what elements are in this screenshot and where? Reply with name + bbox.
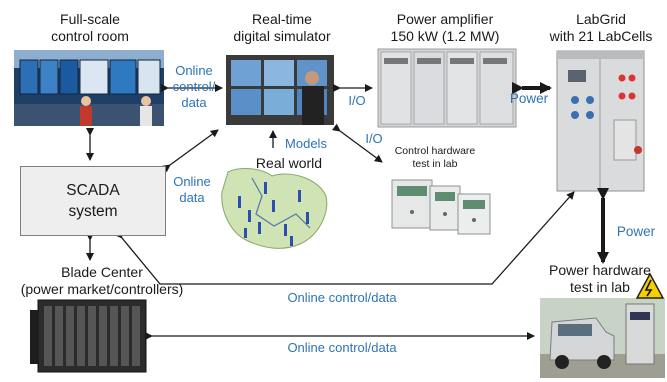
edge-io-top: I/O	[348, 93, 366, 108]
edge-power-right: Power	[616, 224, 656, 239]
scada-title-1: SCADA	[66, 182, 120, 199]
labgrid-title-1: LabGrid	[576, 11, 626, 27]
simulator-title-2: digital simulator	[233, 28, 331, 44]
amplifier-title-1: Power amplifier	[396, 11, 494, 27]
control-room-title-1: Full-scale	[60, 11, 120, 27]
arrow-simulator-scada	[161, 129, 219, 173]
arrow-scada-labgrid	[114, 191, 575, 285]
labgrid-title-2: with 21 LabCells	[549, 28, 653, 44]
control-room-label: Full-scale control room	[20, 11, 160, 45]
edge-models: Models	[285, 136, 327, 151]
amplifier-label: Power amplifier 150 kW (1.2 MW)	[375, 11, 515, 45]
control-room-title-2: control room	[51, 28, 129, 44]
control-hw-title-1: Control hardware	[394, 145, 476, 157]
edge-ocd-top-1: Online	[175, 63, 213, 78]
blade-center-title-2: (power market/controllers)	[20, 281, 184, 297]
edge-ocd-top-3: data	[181, 95, 207, 110]
simulator-label: Real-time digital simulator	[212, 11, 352, 45]
control-hw-title-2: test in lab	[412, 158, 458, 170]
power-hw-label: Power hardware test in lab	[536, 262, 664, 296]
labgrid-label: LabGrid with 21 LabCells	[536, 11, 666, 45]
edge-online-control-data-bottom: Online control/data	[287, 340, 397, 355]
edge-online-control-data-mid: Online control/data	[287, 290, 397, 305]
edge-ocd-top-2: control/	[172, 79, 216, 94]
scada-box: SCADA system	[20, 166, 166, 236]
blade-center-title-1: Blade Center	[61, 264, 143, 280]
arrow-simulator-control-hw	[331, 123, 383, 163]
edge-online-control-data-top: Online control/ data	[166, 63, 222, 111]
control-hw-label: Control hardware test in lab	[380, 145, 490, 171]
edge-online-data-1: Online	[173, 174, 211, 189]
simulator-title-1: Real-time	[252, 11, 312, 27]
edge-online-data: Online data	[164, 174, 220, 206]
blade-center-label: Blade Center (power market/controllers)	[4, 264, 200, 298]
power-hw-title-1: Power hardware	[549, 262, 651, 278]
edge-power-top: Power	[509, 91, 549, 106]
power-hw-title-2: test in lab	[570, 279, 630, 295]
amplifier-title-2: 150 kW (1.2 MW)	[390, 28, 500, 44]
real-world-label: Real world	[255, 155, 323, 171]
scada-title-2: system	[68, 203, 118, 220]
edge-online-data-2: data	[179, 190, 205, 205]
edge-io-right: I/O	[365, 131, 383, 146]
